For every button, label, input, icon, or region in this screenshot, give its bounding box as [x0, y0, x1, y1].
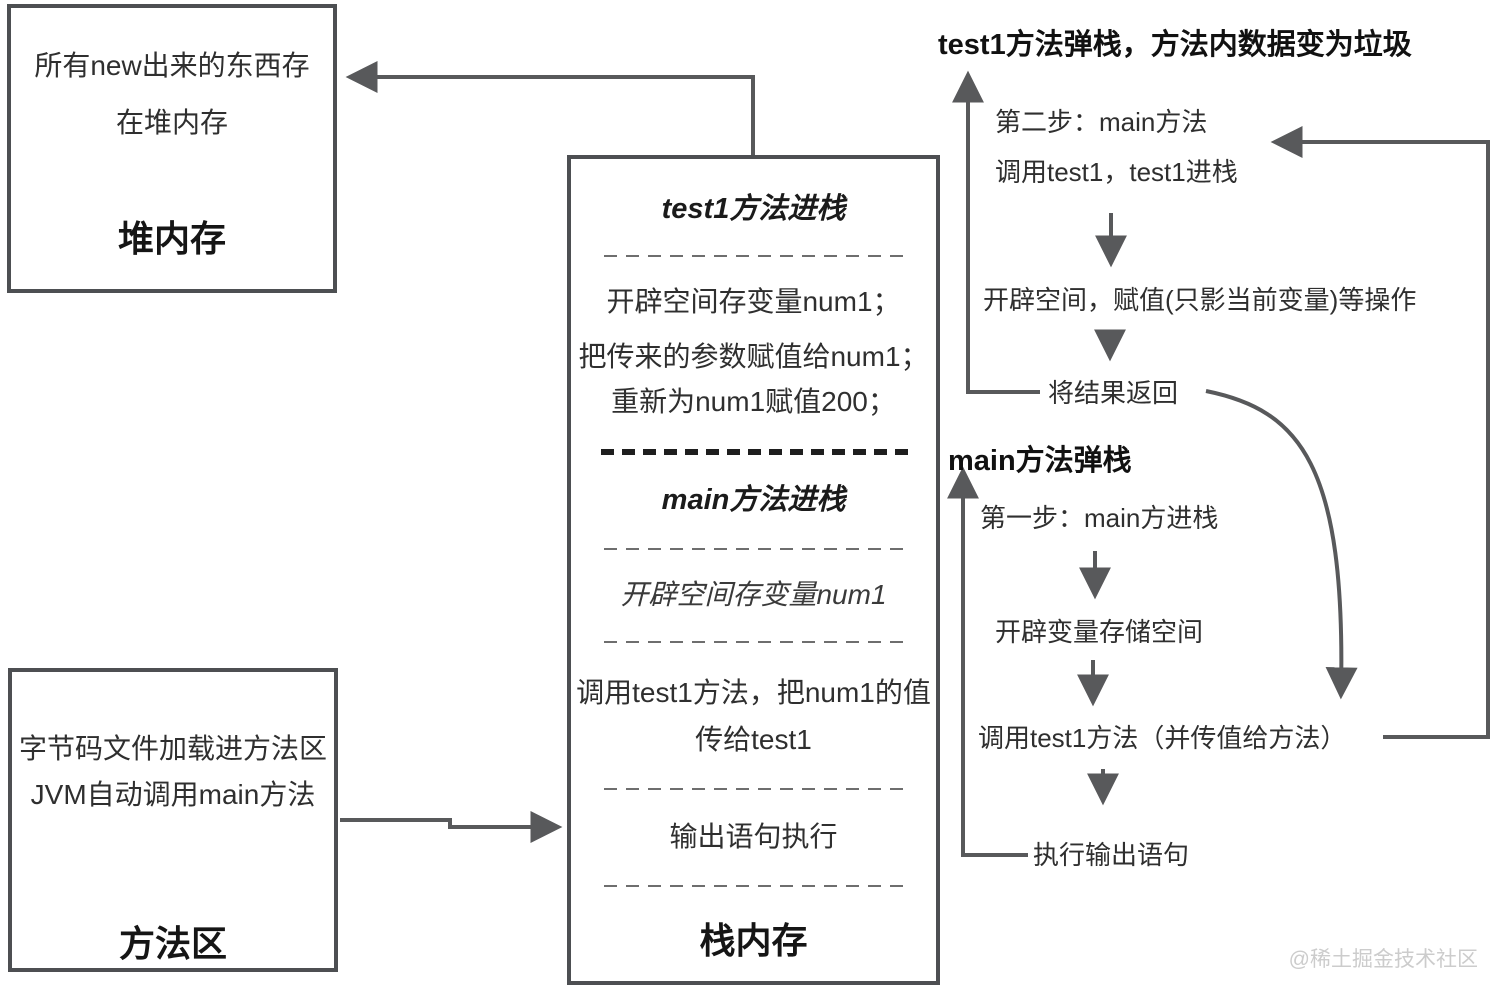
stack-call-line2: 传给test1 [695, 724, 812, 755]
stack-call-line1: 调用test1方法，把num1的值 [576, 677, 931, 708]
divider-dashed [604, 548, 909, 550]
method-title: 方法区 [118, 923, 227, 964]
heap-title: 堆内存 [117, 218, 226, 259]
stack-header-test1: test1方法进栈 [661, 193, 846, 225]
flow-step2-line1: 第二步：main方法 [995, 107, 1208, 137]
divider-dashed-bold [601, 449, 912, 455]
divider-dashed [604, 255, 909, 257]
arrow-call-loop-to-step2 [1270, 126, 1490, 739]
flow-return-result: 将结果返回 [1048, 378, 1179, 408]
divider-dashed [604, 641, 909, 643]
stack-title: 栈内存 [699, 920, 808, 961]
watermark: @稀土掘金技术社区 [1288, 948, 1478, 971]
curve-return-to-call [1205, 389, 1358, 700]
heap-line1: 所有new出来的东西存 [34, 50, 310, 81]
flow-exec-output: 执行输出语句 [1033, 840, 1190, 870]
heap-line2: 在堆内存 [115, 107, 228, 138]
arrow-method-to-stack [340, 811, 563, 843]
flow-alloc-var: 开辟变量存储空间 [995, 617, 1204, 647]
stack-step-line: 开辟空间存变量num1； [606, 286, 901, 317]
flow-alloc-assign: 开辟空间，赋值(只影当前变量)等操作 [983, 285, 1417, 315]
heap-box: 所有new出来的东西存 在堆内存 堆内存 [7, 4, 337, 293]
divider-dashed [604, 788, 909, 790]
stack-header-main: main方法进栈 [661, 484, 846, 516]
method-line1: 字节码文件加载进方法区 [18, 733, 327, 764]
stack-box: test1方法进栈 开辟空间存变量num1； 把传来的参数赋值给num1； 重新… [567, 155, 940, 985]
divider-dashed [604, 885, 909, 887]
method-line2: JVM自动调用main方法 [30, 779, 316, 810]
stack-step-line: 把传来的参数赋值给num1； [578, 341, 929, 372]
flow-test1-pop-title: test1方法弹栈，方法内数据变为垃圾 [938, 29, 1412, 61]
flow-step2-line2: 调用test1，test1进栈 [995, 157, 1238, 187]
flow-step1: 第一步：main方进栈 [980, 503, 1219, 533]
flow-call-test1: 调用test1方法（并传值给方法） [978, 723, 1347, 753]
method-area-box: 字节码文件加载进方法区 JVM自动调用main方法 方法区 [8, 668, 338, 972]
arrow-exec-to-mainpop [947, 466, 1028, 857]
stack-step-line: 重新为num1赋值200； [611, 386, 896, 417]
stack-alloc-line: 开辟空间存变量num1 [620, 579, 887, 610]
arrow-stack-to-heap [345, 61, 755, 155]
flow-main-pop-title: main方法弹栈 [948, 445, 1132, 477]
arrow-return-to-test1pop [952, 70, 1040, 394]
stack-output-line: 输出语句执行 [669, 821, 838, 852]
